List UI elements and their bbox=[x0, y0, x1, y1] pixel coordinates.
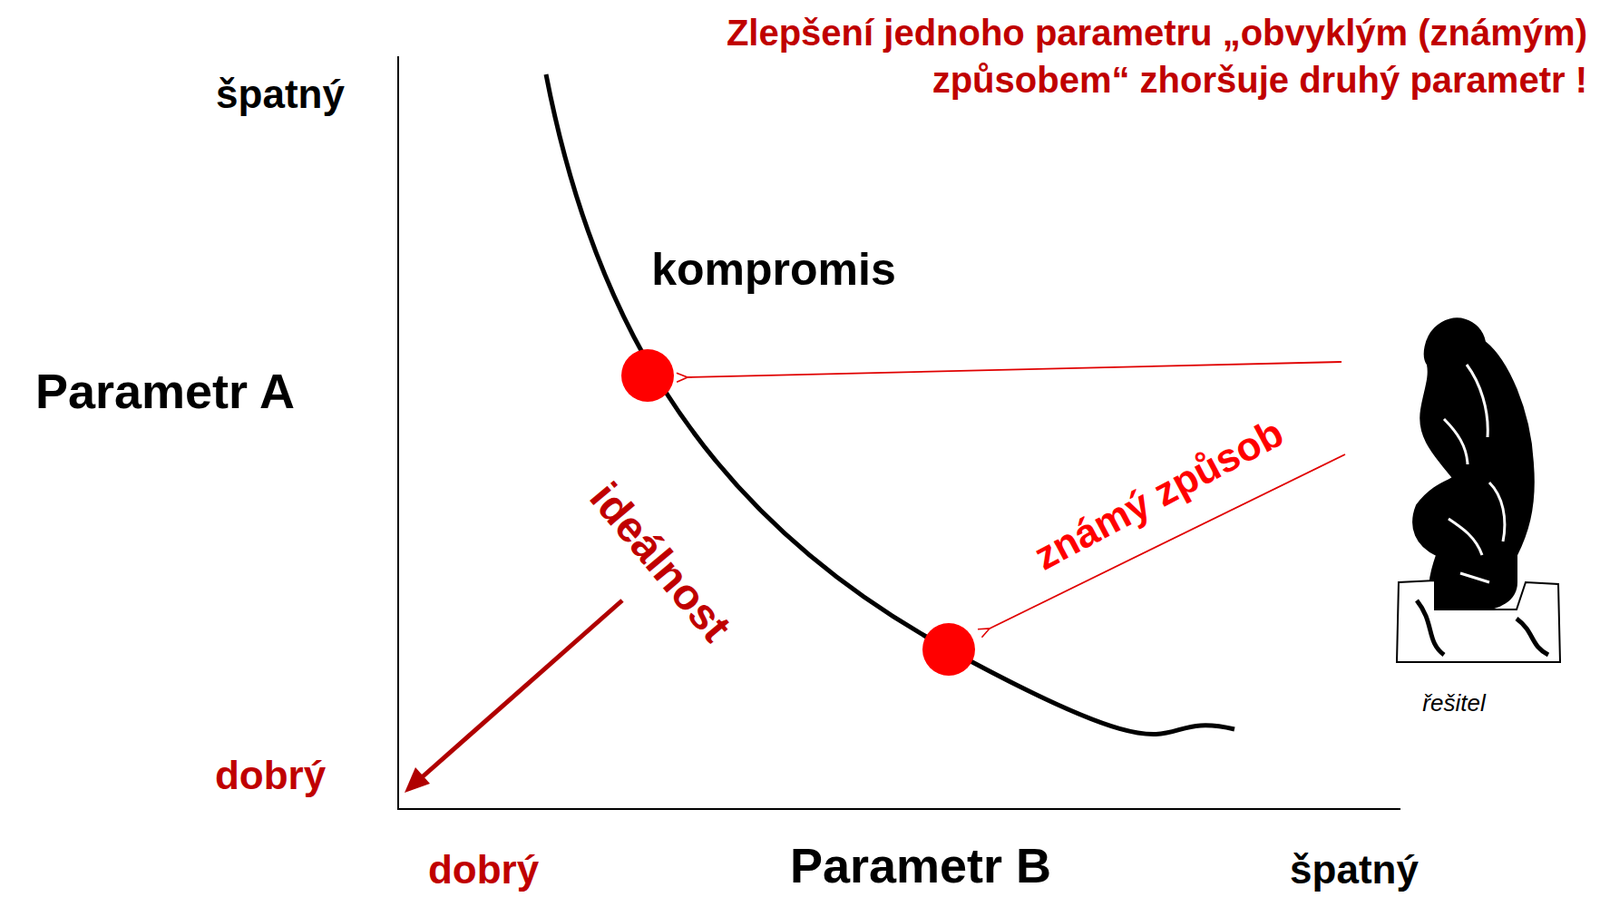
compromise-dot bbox=[621, 349, 674, 402]
figure-caption: řešitel bbox=[1422, 690, 1485, 718]
axis-end-label: špatný bbox=[1289, 847, 1419, 894]
thinker-figure bbox=[1396, 318, 1561, 663]
tradeoff-curve bbox=[546, 74, 1235, 735]
ideal-arrow bbox=[420, 600, 623, 779]
axis-title: Parametr A bbox=[35, 362, 295, 420]
axis-end-label: dobrý bbox=[214, 752, 326, 800]
axis-title: Parametr B bbox=[790, 837, 1052, 894]
headline-note: Zlepšení jednoho parametru „obvyklým (zn… bbox=[607, 9, 1588, 104]
ideal-arrowhead bbox=[404, 767, 430, 793]
compromise-dot bbox=[922, 623, 976, 676]
arrow-label: známý způsob bbox=[1026, 409, 1291, 580]
axis-end-label: špatný bbox=[215, 71, 345, 118]
direction-label: ideálnost bbox=[579, 473, 742, 653]
x-axis bbox=[397, 808, 1401, 810]
axis-end-label: dobrý bbox=[428, 847, 539, 894]
pointer-arrow bbox=[687, 361, 1342, 378]
y-axis bbox=[397, 56, 400, 810]
curve-label: kompromis bbox=[651, 243, 897, 297]
